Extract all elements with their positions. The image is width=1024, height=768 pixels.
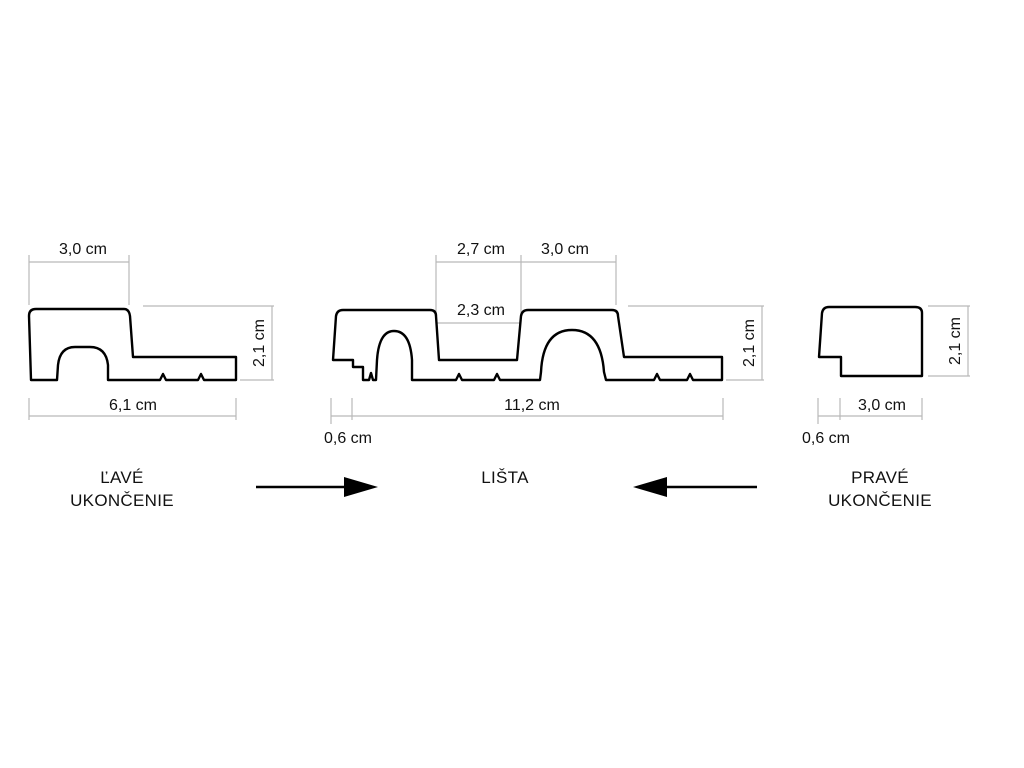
middle-caption: LIŠTA — [481, 468, 529, 487]
arrow-right-icon — [256, 477, 378, 497]
mid-offset-dim-label: 0,6 cm — [324, 430, 372, 447]
mid-total-dim-label: 11,2 cm — [504, 397, 560, 414]
right-width-dim-label: 3,0 cm — [858, 397, 906, 414]
right-height-dim-label: 2,1 cm — [947, 317, 964, 365]
right-caption-line1: PRAVÉ — [851, 468, 909, 487]
left-total-dim-label: 6,1 cm — [109, 397, 157, 414]
right-offset-dim-label: 0,6 cm — [802, 430, 850, 447]
right-caption-line2: UKONČENIE — [828, 491, 932, 510]
left-end-piece: 3,0 cm 2,1 cm 6,1 cm ĽAVÉ UKONČENIE — [27, 241, 274, 510]
left-top-dim-label: 3,0 cm — [59, 241, 107, 258]
mid-top-dim-a-label: 2,7 cm — [457, 241, 505, 258]
mid-height-dim-label: 2,1 cm — [741, 319, 758, 367]
right-end-profile — [817, 305, 924, 378]
mid-inner-dim-label: 2,3 cm — [457, 302, 505, 319]
left-height-dim-label: 2,1 cm — [251, 319, 268, 367]
left-caption-line2: UKONČENIE — [70, 491, 174, 510]
middle-piece: 2,7 cm 3,0 cm 2,3 cm 2,1 cm 11,2 cm 0,6 … — [324, 241, 764, 487]
right-end-piece: 2,1 cm 3,0 cm 0,6 cm PRAVÉ UKONČENIE — [802, 305, 970, 510]
left-caption-line1: ĽAVÉ — [100, 468, 143, 487]
left-end-profile — [27, 307, 238, 382]
arrow-left-icon — [633, 477, 757, 497]
mid-top-dim-b-label: 3,0 cm — [541, 241, 589, 258]
middle-profile — [331, 308, 724, 382]
